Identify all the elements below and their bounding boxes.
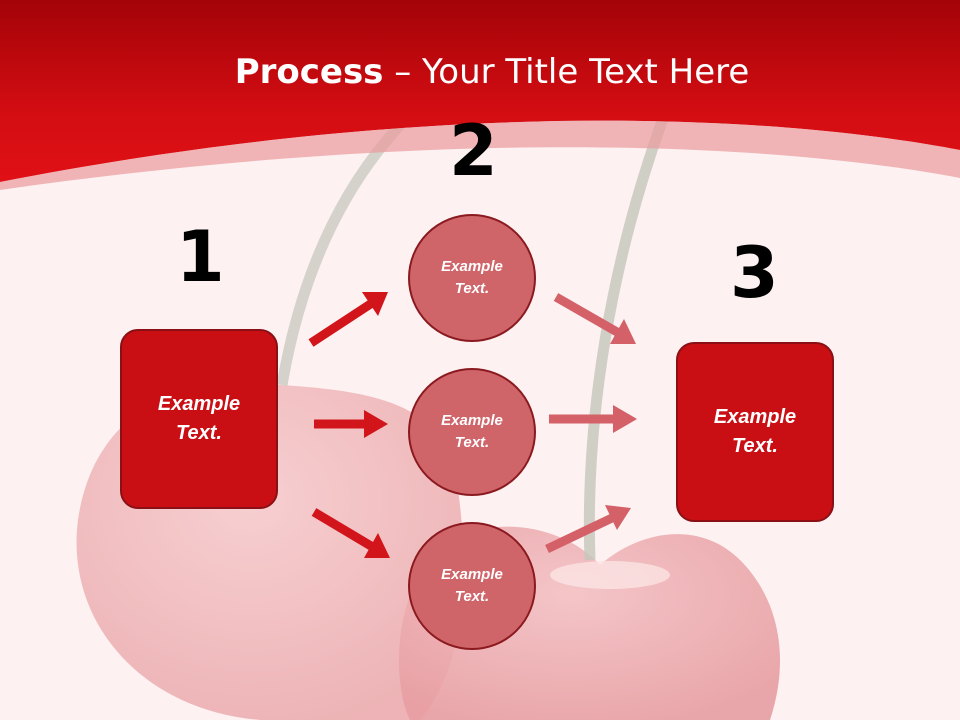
step-2-circle-bottom: Example Text.: [408, 522, 536, 650]
step-2-number: 2: [449, 110, 498, 192]
circle-text-line2: Text.: [454, 588, 490, 605]
arrow-top-to-step3: [553, 293, 636, 344]
arrow-bottom-to-step3: [545, 505, 631, 554]
circle-text-line1: Example: [441, 257, 503, 275]
circle-text-line2: Text.: [454, 434, 490, 451]
step-3-text-line2: Text.: [732, 435, 778, 457]
step-1-box: Example Text.: [120, 329, 278, 509]
step-1-number: 1: [176, 216, 225, 298]
step-1-text-line1: Example: [157, 393, 241, 415]
cherry-highlight: [550, 561, 670, 589]
arrow-step1-to-top: [308, 292, 388, 347]
title-rest: – Your Title Text Here: [383, 52, 750, 92]
circle-text-line1: Example: [441, 565, 503, 583]
right-stem: [583, 103, 674, 561]
page-title: Process – Your Title Text Here: [0, 52, 960, 92]
step-3-text-line1: Example: [713, 406, 797, 428]
step-1-text-line2: Text.: [176, 422, 222, 444]
step-2-circle-top: Example Text.: [408, 214, 536, 342]
circle-text-line1: Example: [441, 411, 503, 429]
step-2-circle-middle: Example Text.: [408, 368, 536, 496]
header-band-light-curve: [0, 120, 960, 190]
circle-text-line2: Text.: [454, 280, 490, 297]
arrow-step1-to-middle: [314, 410, 388, 438]
arrow-step1-to-bottom: [311, 508, 390, 558]
step-3-box: Example Text.: [676, 342, 834, 522]
header-band: [0, 0, 960, 182]
step-3-number: 3: [730, 232, 779, 314]
title-bold: Process: [234, 52, 384, 92]
arrow-middle-to-step3: [549, 405, 637, 433]
